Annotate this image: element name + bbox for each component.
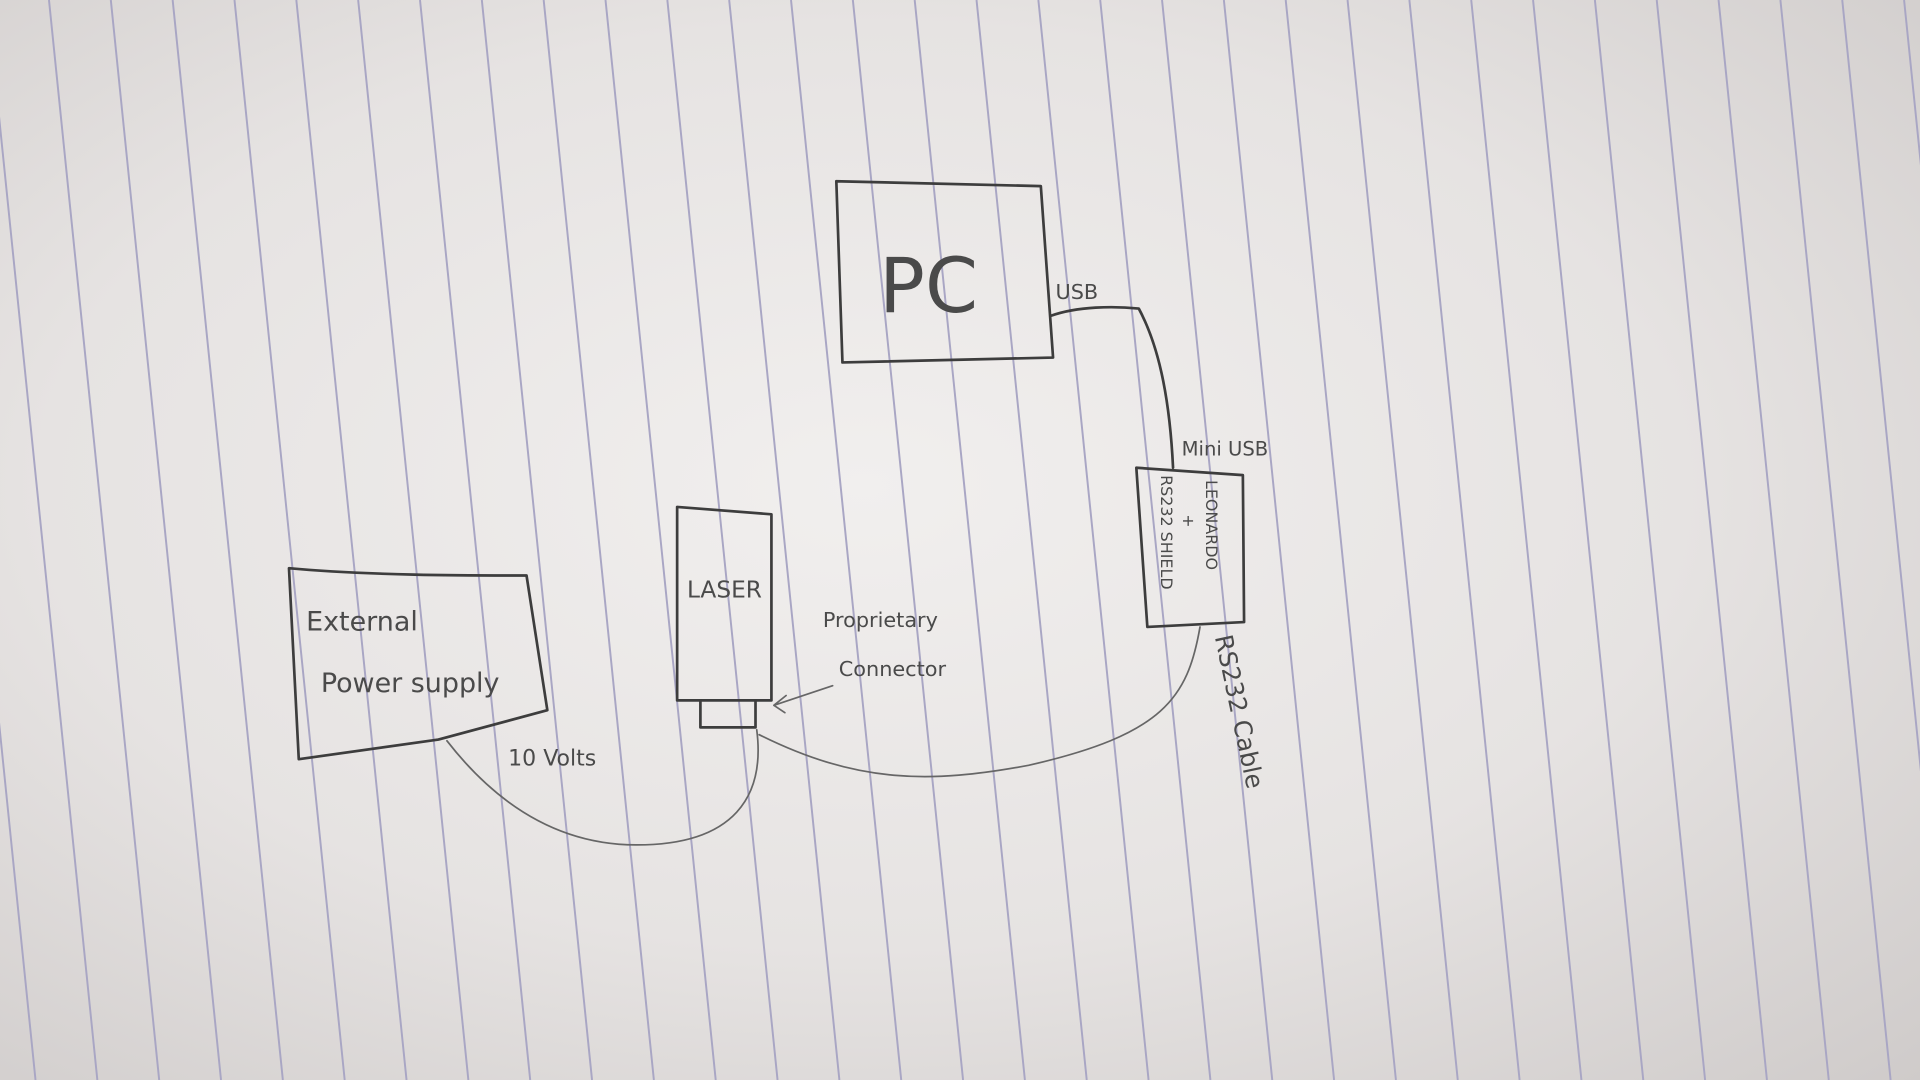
ruled-line: [1470, 0, 1583, 1080]
laser-node: LASER: [675, 505, 773, 729]
ruled-line: [1593, 0, 1707, 1080]
power-supply-label-1: External: [306, 607, 418, 638]
power-cable: [446, 728, 759, 846]
ruled-line: [851, 0, 965, 1080]
volts-label: 10 Volts: [508, 746, 596, 771]
usb-label: USB: [1056, 280, 1099, 304]
ruled-line: [233, 0, 346, 1080]
ruled-line: [357, 0, 470, 1080]
arrow-icon: [773, 684, 834, 714]
ruled-line: [0, 116, 99, 1080]
ruled-line: [975, 0, 1088, 1080]
ruled-line: [913, 0, 1026, 1080]
ruled-line: [109, 0, 222, 1080]
pc-label: PC: [879, 242, 978, 330]
power-supply-label-2: Power supply: [321, 668, 500, 699]
ruled-line: [666, 0, 779, 1080]
rs232-cable-label: RS232 Cable: [1209, 632, 1270, 791]
pc-node: PC: [834, 179, 1055, 364]
proprietary-label-2: Connector: [839, 657, 947, 681]
ruled-line: [1655, 0, 1768, 1080]
ruled-line: [1284, 0, 1397, 1080]
ruled-line: [728, 0, 841, 1080]
ruled-line: [0, 722, 37, 1080]
controller-label-3: RS232 SHIELD: [1157, 475, 1176, 589]
ruled-line: [542, 0, 655, 1080]
ruled-line: [1037, 0, 1150, 1080]
ruled-line: [1161, 0, 1274, 1080]
ruled-line: [1346, 0, 1459, 1080]
ruled-line: [1717, 0, 1830, 1080]
ruled-line: [1903, 0, 1920, 166]
ruled-line: [790, 0, 903, 1080]
proprietary-label-1: Proprietary: [823, 608, 938, 632]
controller-label-1: LEONARDO: [1202, 480, 1221, 570]
ruled-line: [1099, 0, 1212, 1080]
ruled-line: [604, 0, 717, 1080]
ruled-line: [480, 0, 594, 1080]
ruled-line: [1222, 0, 1336, 1080]
mini-usb-label: Mini USB: [1182, 438, 1269, 461]
ruled-line: [1408, 0, 1521, 1080]
leonardo-rs232-node: LEONARDO + RS232 SHIELD: [1134, 466, 1246, 629]
ruled-line: [1532, 0, 1645, 1080]
controller-label-2: +: [1179, 514, 1198, 527]
ruled-line: [1841, 0, 1920, 772]
laser-label: LASER: [687, 577, 762, 604]
ruled-line: [1779, 0, 1892, 1080]
rs232-cable: [758, 626, 1201, 778]
ruled-line: [419, 0, 532, 1080]
usb-cable: [1049, 305, 1175, 470]
ruled-line: [295, 0, 408, 1080]
ruled-line: [48, 0, 161, 1080]
power-supply-node: External Power supply: [287, 566, 549, 761]
ruled-line: [171, 0, 284, 1080]
